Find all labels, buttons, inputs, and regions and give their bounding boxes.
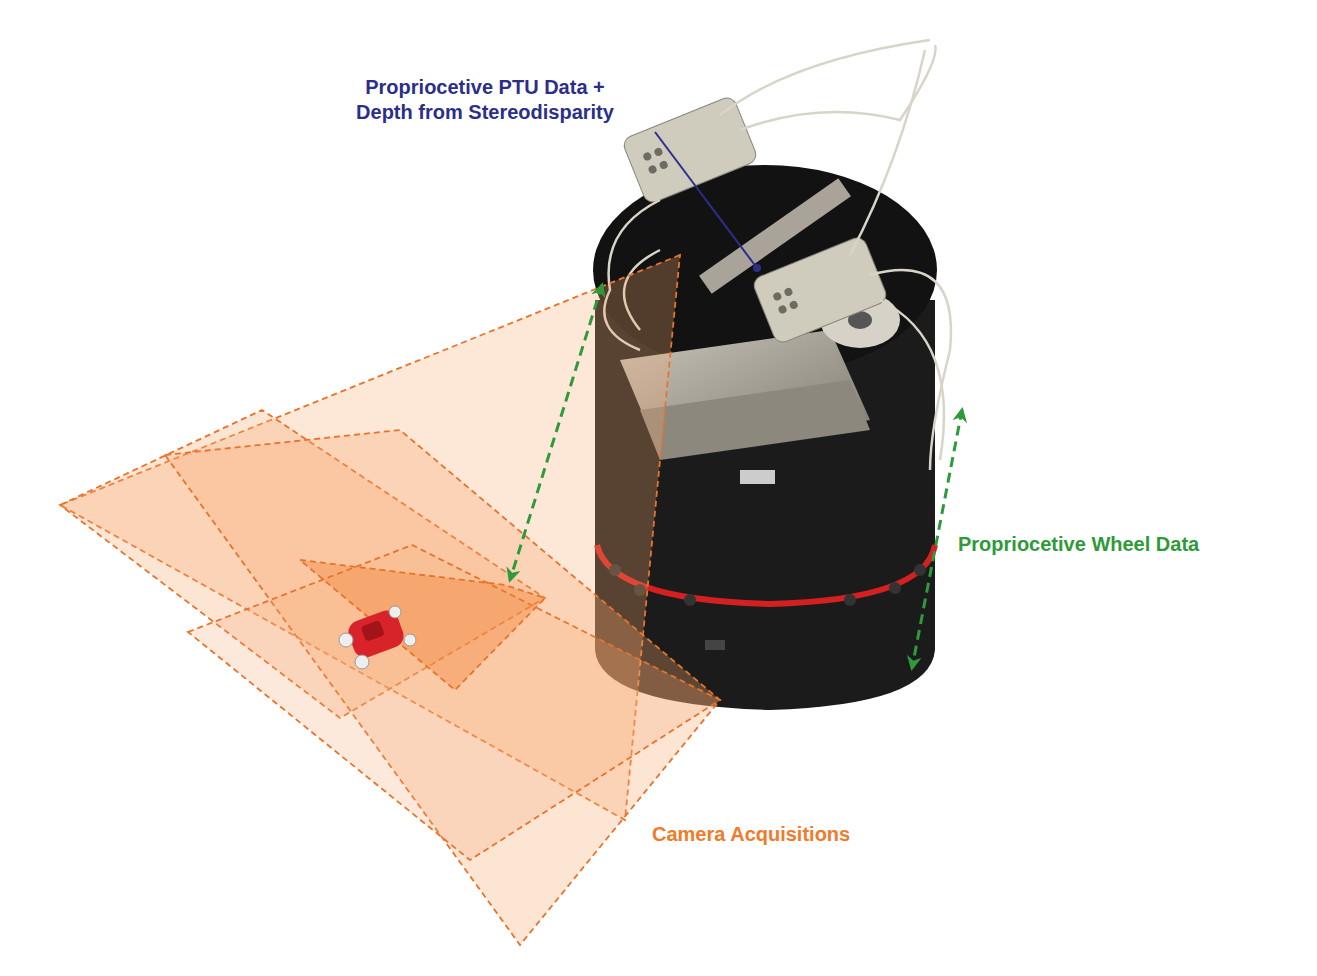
callout-label: Camera Acquisitions [652,822,850,847]
callout-label: Propriocetive Wheel Data [958,532,1199,557]
leader-line [655,132,761,272]
callout-label: Propriocetive PTU Data + Depth from Ster… [339,75,631,125]
toy-car [339,606,416,669]
camera-acquisitions-overlay [60,255,720,945]
proprioceptive-arrow [510,285,962,668]
